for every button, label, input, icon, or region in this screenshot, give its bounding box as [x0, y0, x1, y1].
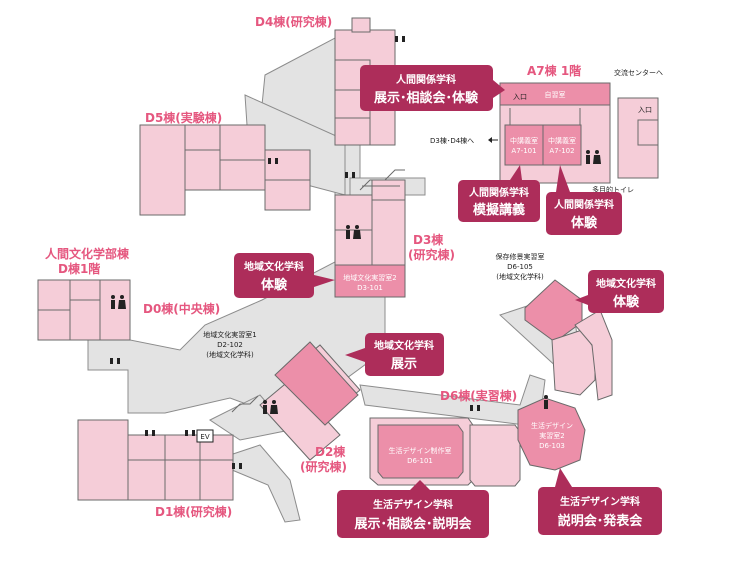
callout-life-design-briefing: 生活デザイン学科 説明会･発表会 [538, 468, 662, 535]
svg-text:生活デザイン学科: 生活デザイン学科 [373, 498, 453, 511]
building-d1 [77, 419, 234, 501]
building-d6 [369, 279, 613, 487]
door-icon [185, 430, 195, 436]
label-d4: D4棟(研究棟) [255, 14, 332, 29]
svg-text:生活デザイン制作室: 生活デザイン制作室 [389, 446, 452, 455]
building-labels: D4棟(研究棟) D5棟(実験棟) 人間文化学部棟 D棟1階 D0棟(中央棟) … [45, 14, 581, 519]
svg-text:人間関係学科: 人間関係学科 [396, 73, 456, 86]
label-d5: D5棟(実験棟) [145, 110, 222, 125]
svg-text:体験: 体験 [261, 277, 288, 293]
label-d2-1: D2棟 [315, 444, 346, 459]
svg-text:地域文化学科: 地域文化学科 [374, 339, 434, 352]
restroom-icon [544, 395, 548, 409]
svg-text:(地域文化学科): (地域文化学科) [496, 272, 544, 281]
svg-text:説明会･発表会: 説明会･発表会 [558, 513, 644, 529]
building-a7 [499, 82, 659, 184]
door-icon [232, 463, 242, 469]
svg-text:展示: 展示 [391, 357, 417, 372]
room-a7-self-study [499, 82, 611, 106]
label-d1: D1棟(研究棟) [155, 504, 232, 519]
d3-d4-direction: D3棟･D4棟へ [430, 136, 474, 145]
svg-text:体験: 体験 [613, 294, 640, 310]
svg-text:地域文化実習室2: 地域文化実習室2 [343, 273, 396, 282]
label-d3-1: D3棟 [413, 232, 444, 247]
room-d2-102 [274, 341, 359, 426]
restroom-icon [346, 225, 361, 239]
room-d3-101 [334, 264, 406, 298]
svg-text:D6-105: D6-105 [507, 263, 533, 271]
stairs-icons [231, 169, 405, 413]
callouts: 人間関係学科 展示･相談会･体験 人間関係学科 模擬講義 人間関係学科 体験 地… [234, 65, 664, 538]
svg-text:地域文化学科: 地域文化学科 [244, 260, 304, 273]
d1-ramp [229, 444, 301, 523]
ev-label: EV [200, 433, 209, 441]
svg-text:生活デザイン: 生活デザイン [531, 421, 573, 430]
callout-life-design-exhibit: 生活デザイン学科 展示･相談会･説明会 [337, 480, 489, 538]
svg-text:D3-101: D3-101 [357, 284, 383, 292]
svg-text:地域文化学科: 地域文化学科 [596, 277, 656, 290]
restroom-icon [111, 295, 126, 309]
room-labels: 自習室 中講義室 A7-101 中講義室 A7-102 地域文化実習室2 D3-… [200, 90, 652, 465]
label-d3-2: (研究棟) [408, 247, 455, 262]
svg-text:A7-102: A7-102 [549, 147, 574, 155]
svg-text:地域文化実習室1: 地域文化実習室1 [203, 330, 256, 339]
room-d6-101 [377, 424, 464, 479]
label-human-culture-1: 人間文化学部棟 [45, 246, 130, 261]
svg-text:実習室2: 実習室2 [539, 431, 564, 440]
restroom-icons [111, 150, 601, 414]
svg-text:(地域文化学科): (地域文化学科) [206, 350, 254, 359]
door-icon [145, 430, 155, 436]
svg-text:模擬講義: 模擬講義 [473, 202, 525, 218]
label-d2-2: (研究棟) [300, 459, 347, 474]
room-a7-102 [542, 124, 582, 166]
door-icons [110, 36, 480, 469]
building-human-culture-d [37, 279, 131, 341]
door-icon [110, 358, 120, 364]
svg-text:展示･相談会･体験: 展示･相談会･体験 [374, 90, 479, 106]
exchange-center-direction: 交流センターへ [614, 68, 663, 77]
svg-text:中講義室: 中講義室 [548, 136, 576, 145]
svg-text:D2-102: D2-102 [217, 341, 243, 349]
svg-text:人間関係学科: 人間関係学科 [554, 198, 614, 211]
svg-text:A7-101: A7-101 [511, 147, 536, 155]
room-a7-101 [504, 124, 544, 166]
restroom-icon [263, 400, 278, 414]
building-d5 [139, 124, 311, 216]
door-icon [345, 172, 355, 178]
callout-regional-culture-exhibit: 地域文化学科 展示 [345, 333, 444, 376]
entrance-label: 入口 [638, 106, 652, 114]
svg-text:D6-103: D6-103 [539, 442, 565, 450]
door-icon [470, 405, 480, 411]
arrow-left-icon [488, 137, 498, 143]
building-d2 [259, 341, 361, 461]
label-human-culture-2: D棟1階 [58, 261, 100, 276]
svg-text:展示･相談会･説明会: 展示･相談会･説明会 [354, 516, 472, 532]
callout-regional-culture-experience-d6: 地域文化学科 体験 [575, 270, 664, 313]
elevator-icon [196, 429, 214, 443]
entrance-label: 入口 [513, 93, 527, 101]
svg-text:保存修景実習室: 保存修景実習室 [496, 252, 545, 261]
restroom-icon [586, 150, 601, 164]
svg-text:中講義室: 中講義室 [510, 136, 538, 145]
svg-text:生活デザイン学科: 生活デザイン学科 [560, 495, 640, 508]
callout-regional-culture-experience-d3: 地域文化学科 体験 [234, 253, 335, 298]
room-a7-self-study-label: 自習室 [545, 90, 566, 99]
svg-text:D6-101: D6-101 [407, 457, 433, 465]
multipurpose-toilet-label: 多目的トイレ [592, 185, 634, 194]
callout-human-relations-experience: 人間関係学科 体験 [546, 165, 622, 235]
callout-human-relations-exhibit: 人間関係学科 展示･相談会･体験 [360, 65, 505, 111]
door-icon [395, 36, 405, 42]
label-d6: D6棟(実習棟) [440, 388, 517, 403]
direction-labels: 交流センターへ D3棟･D4棟へ 多目的トイレ [430, 68, 663, 194]
door-icon [268, 158, 278, 164]
svg-text:体験: 体験 [571, 215, 598, 231]
label-a7: A7棟 1階 [527, 63, 581, 78]
room-d6-103 [517, 397, 586, 471]
svg-text:人間関係学科: 人間関係学科 [469, 186, 529, 199]
callout-human-relations-lecture: 人間関係学科 模擬講義 [458, 165, 540, 222]
building-d3 [334, 179, 406, 298]
label-d0: D0棟(中央棟) [143, 301, 220, 316]
